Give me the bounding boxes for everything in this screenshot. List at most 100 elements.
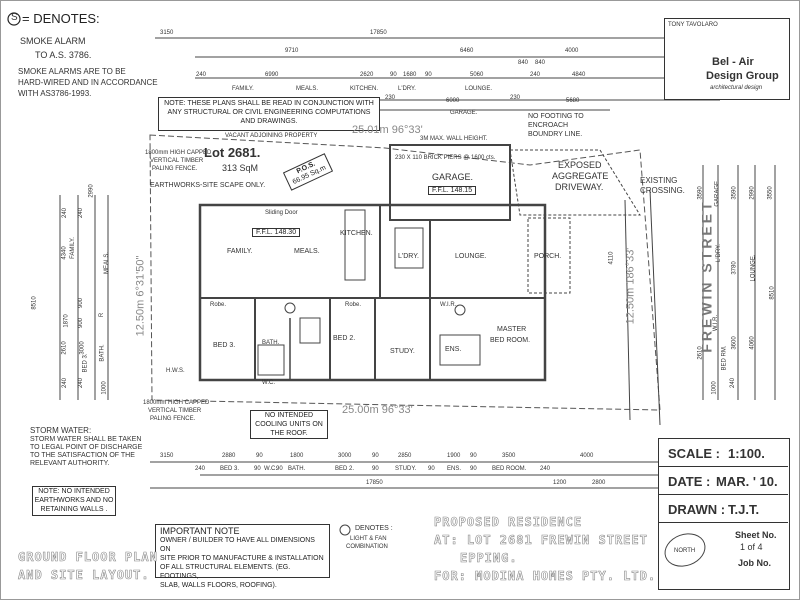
dim-top-4000: 4000 [565,48,579,54]
dim-row4-230b: 230 [510,95,521,101]
porch-outline [527,217,571,294]
piers-note: 230 X 110 BRICK PIERS @ 1600 cts. [395,155,496,161]
project-line2: AT: LOT 2681 FREWIN STREET [434,533,648,548]
dim-row3-4840: 4840 [572,72,586,78]
dim-top-840b: 840 [535,60,546,66]
right-label-ldry: L'DRY. [715,244,722,262]
left-dim-900a: 900 [78,297,85,309]
dim-row3-5060: 5060 [470,72,484,78]
room-hws: H.W.S. [166,368,185,374]
storm-2: TO LEGAL POINT OF DISCHARGE [30,444,143,451]
dim-row3-240: 240 [196,72,207,78]
garage-label: GARAGE. [432,172,474,182]
smoke-line1: SMOKE ALARM [20,36,86,46]
dim-top-6460: 6460 [460,48,474,54]
bdim2-240a: 240 [195,466,206,472]
bdim-3500: 3500 [502,453,516,459]
bdim2-90b: 90 [276,466,283,472]
bdim-90c: 90 [470,453,477,459]
dim-row3-90a: 90 [390,72,397,78]
left-label-bath: BATH. [99,344,106,362]
left-label-meals: MEALS. [104,251,111,275]
room-robe2: Robe. [345,302,362,308]
smoke-line2: TO A.S. 3786. [35,50,92,60]
bdim-90a: 90 [256,453,263,459]
right-label-wir: W.I.R. [713,314,720,332]
bdim3-2800: 2800 [592,480,606,486]
dim-row4-6000: 6000 [446,98,460,104]
label-meals-top: MEALS. [296,86,319,92]
light-denotes: DENOTES : [355,525,393,532]
bdim2-90c: 90 [372,466,379,472]
room-bedroom: BED ROOM. [490,337,531,344]
bdim-1900: 1900 [447,453,461,459]
read-note-text: NOTE: THESE PLANS SHALL BE READ IN CONJU… [164,100,374,125]
earthworks-2: EARTHWORKS AND NO [34,497,114,504]
dim-top-840a: 840 [518,60,529,66]
smoke-note-1: SMOKE ALARMS ARE TO BE [18,67,126,76]
project-line1: PROPOSED RESIDENCE [434,515,583,530]
important-4: SLAB, WALLS FLOORS, ROOFING). [160,582,277,589]
bdim2-bath: BATH. [288,466,306,472]
smoke-note-2: HARD-WIRED AND IN ACCORDANCE [18,78,158,87]
label-garage-top: GARAGE. [450,110,478,116]
left-label-family: FAMILY. [69,237,76,259]
bdim-90b: 90 [372,453,379,459]
right-dim-3590a: 3590 [697,186,704,200]
job-label: Job No. [738,558,771,568]
crossing-2: CROSSING. [640,186,685,195]
no-footing-3: BOUNDRY LINE. [528,131,583,138]
dim-row3-6990: 6990 [265,72,279,78]
right-label-bedrm: BED RM. [721,345,728,371]
left-dim-2610: 2610 [61,341,68,355]
dim-row3-2620: 2620 [360,72,374,78]
logo-name: Bel - Air [712,56,754,68]
left-label-bed3: BED 3. [82,353,89,373]
smoke-symbol: S [11,12,18,23]
garage-outline [389,144,511,221]
right-dim-4060: 4060 [749,336,756,350]
label-family-top: FAMILY. [232,86,254,92]
label-ldry-top: L'DRY. [398,86,416,92]
room-wir: W.I.R. [440,302,457,308]
ffl-garage-text: F.F.L. 148.15 [432,187,473,194]
driveway-1: EXPOSED [558,160,602,170]
logo-contact: TONY TAVOLARO [668,22,718,28]
left-dim-2990: 2990 [88,184,95,198]
dim-top-9710: 9710 [285,48,299,54]
dim-row3-240b: 240 [530,72,541,78]
bdim2-90e: 90 [470,466,477,472]
right-dim-4110: 4110 [608,251,615,265]
room-bath: BATH. [262,340,280,346]
vacant-property: VACANT ADJOINING PROPERTY [225,133,318,139]
room-study: STUDY. [390,348,415,355]
bdim-2850: 2850 [398,453,412,459]
right-dim-2610: 2610 [697,346,704,360]
light-line1: LIGHT & FAN [350,536,387,542]
bdim-3150: 3150 [160,453,174,459]
drawn-label: DRAWN : [668,502,726,517]
cooling-3: THE ROOF. [270,430,308,437]
room-bed2: BED 2. [333,335,356,342]
storm-3: TO THE SATISFACTION OF THE [30,452,135,459]
logo-sub: Design Group [706,70,779,82]
left-dim-8510: 8510 [31,296,38,310]
crossing-1: EXISTING [640,176,678,185]
fence-top-3: PALING FENCE. [152,166,198,172]
cooling-note: NO INTENDED COOLING UNITS ON THE ROOF. [250,410,328,439]
dim-row3-90b: 90 [425,72,432,78]
left-dim-1870: 1870 [63,314,70,328]
right-dim-3780: 3780 [731,261,738,275]
dim-top-3150: 3150 [160,30,174,36]
bdim-4000: 4000 [580,453,594,459]
fence-bottom-1: 1800mm HIGH CAPPED [143,400,210,406]
room-porch: PORCH. [534,253,562,260]
important-2: SITE PRIOR TO MANUFACTURE & INSTALLATION [160,555,324,562]
driveway-2: AGGREGATE [552,171,609,181]
room-bed3: BED 3. [213,342,236,349]
plan-title-2: AND SITE LAYOUT. [18,568,150,583]
right-dim-3550: 3550 [767,186,774,200]
right-dim-2990: 2990 [749,186,756,200]
room-family: FAMILY. [227,248,253,255]
bdim3-17850: 17850 [366,480,383,486]
